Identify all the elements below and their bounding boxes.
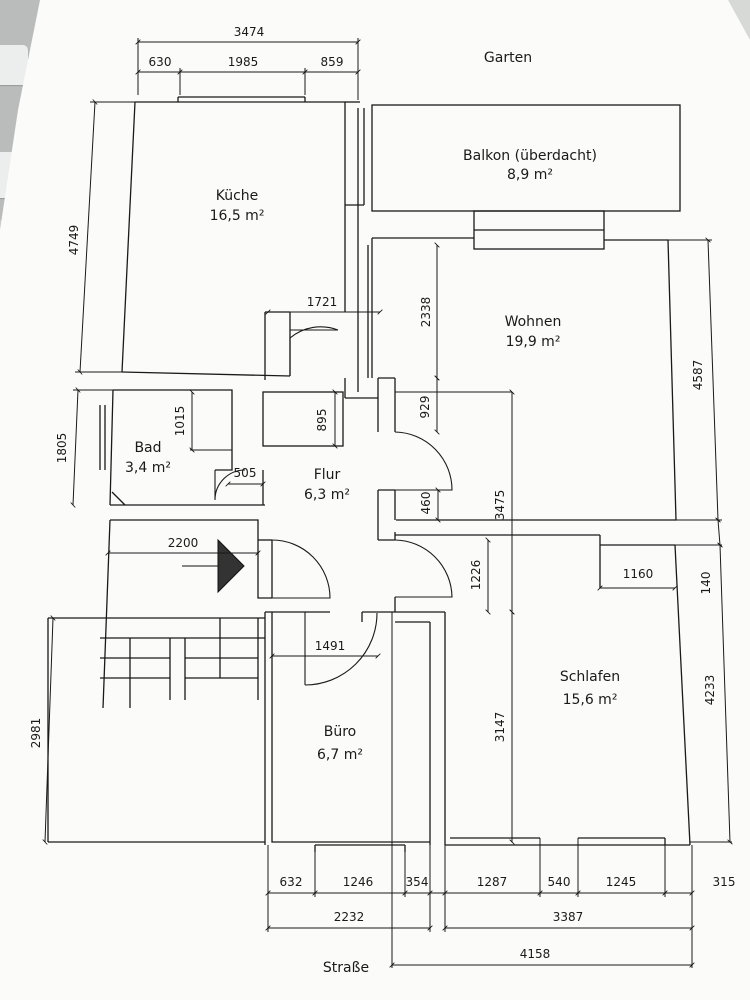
dim-schlafen-1160: 1160 — [623, 567, 654, 581]
dim-wohnen-height: 2338 — [419, 297, 433, 328]
dim-kueche-height: 4749 — [67, 225, 81, 256]
plan-labels: Garten Straße Küche 16,5 m² Balkon (über… — [125, 50, 620, 976]
dim-bottom-1246: 1246 — [343, 875, 374, 889]
dim-bottom-540: 540 — [548, 875, 571, 889]
wall-stairwell — [110, 519, 272, 599]
room-name-schlafen: Schlafen — [560, 669, 620, 685]
label-strasse: Straße — [323, 960, 369, 976]
dim-top-c: 859 — [321, 55, 344, 69]
dim-schlafen-3147: 3147 — [493, 712, 507, 743]
room-name-kueche: Küche — [216, 188, 259, 204]
room-name-buero: Büro — [324, 724, 357, 740]
dim-flur-width: 1721 — [307, 295, 338, 309]
dim-right-140: 140 — [699, 572, 713, 595]
dim-mid-3475: 3475 — [493, 490, 507, 521]
dim-bad-door: 505 — [234, 466, 257, 480]
room-name-bad: Bad — [134, 440, 161, 456]
dim-stair-width: 2200 — [168, 536, 199, 550]
dim-bottom-2232: 2232 — [334, 910, 365, 924]
dim-bottom-4158: 4158 — [520, 947, 551, 961]
door-schlafen — [394, 539, 453, 598]
room-name-balkon: Balkon (überdacht) — [463, 148, 597, 164]
stair-arrow — [217, 538, 245, 594]
dim-flur-small: 895 — [315, 409, 329, 432]
room-area-bad: 3,4 m² — [125, 460, 171, 476]
dim-bottom-315: 315 — [713, 875, 736, 889]
room-area-flur: 6,3 m² — [304, 487, 350, 503]
dim-top-total: 3474 — [234, 25, 265, 39]
door-kueche — [289, 326, 339, 376]
room-area-schlafen: 15,6 m² — [563, 692, 618, 708]
dim-wohnen-929: 929 — [418, 396, 432, 419]
dimension-labels: 3474 630 1985 859 4749 1721 2338 4587 18… — [29, 25, 735, 961]
room-name-flur: Flur — [314, 467, 341, 483]
dim-right-height: 4587 — [691, 360, 705, 391]
dim-bottom-354: 354 — [406, 875, 429, 889]
dim-top-b: 1985 — [228, 55, 259, 69]
room-area-kueche: 16,5 m² — [210, 208, 265, 224]
dim-wall-460: 460 — [419, 492, 433, 515]
door-wohnen — [394, 431, 453, 491]
dim-right-4233: 4233 — [703, 675, 717, 706]
door-bad — [214, 469, 246, 501]
dimension-lines — [45, 38, 732, 968]
door-stairwell — [271, 539, 331, 599]
doors — [214, 326, 453, 686]
door-buero — [304, 612, 378, 686]
dim-bad-height: 1805 — [55, 433, 69, 464]
dim-top-a: 630 — [149, 55, 172, 69]
dim-bottom-1287: 1287 — [477, 875, 508, 889]
room-name-wohnen: Wohnen — [505, 314, 562, 330]
dim-buero-width: 1491 — [315, 639, 346, 653]
wall-bad — [113, 389, 233, 471]
room-area-wohnen: 19,9 m² — [506, 334, 561, 350]
label-garten: Garten — [484, 50, 532, 66]
dim-bottom-3387: 3387 — [553, 910, 584, 924]
dim-bottom-632: 632 — [280, 875, 303, 889]
room-area-balkon: 8,9 m² — [507, 167, 553, 183]
wall-buero — [271, 612, 430, 843]
keyboard-key — [0, 45, 28, 85]
dim-mid-1226: 1226 — [469, 560, 483, 591]
dim-left-2981: 2981 — [29, 718, 43, 749]
dim-bottom-1245: 1245 — [606, 875, 637, 889]
room-area-buero: 6,7 m² — [317, 747, 363, 763]
dim-bad-inner: 1015 — [173, 406, 187, 437]
wall-kueche — [135, 101, 346, 312]
